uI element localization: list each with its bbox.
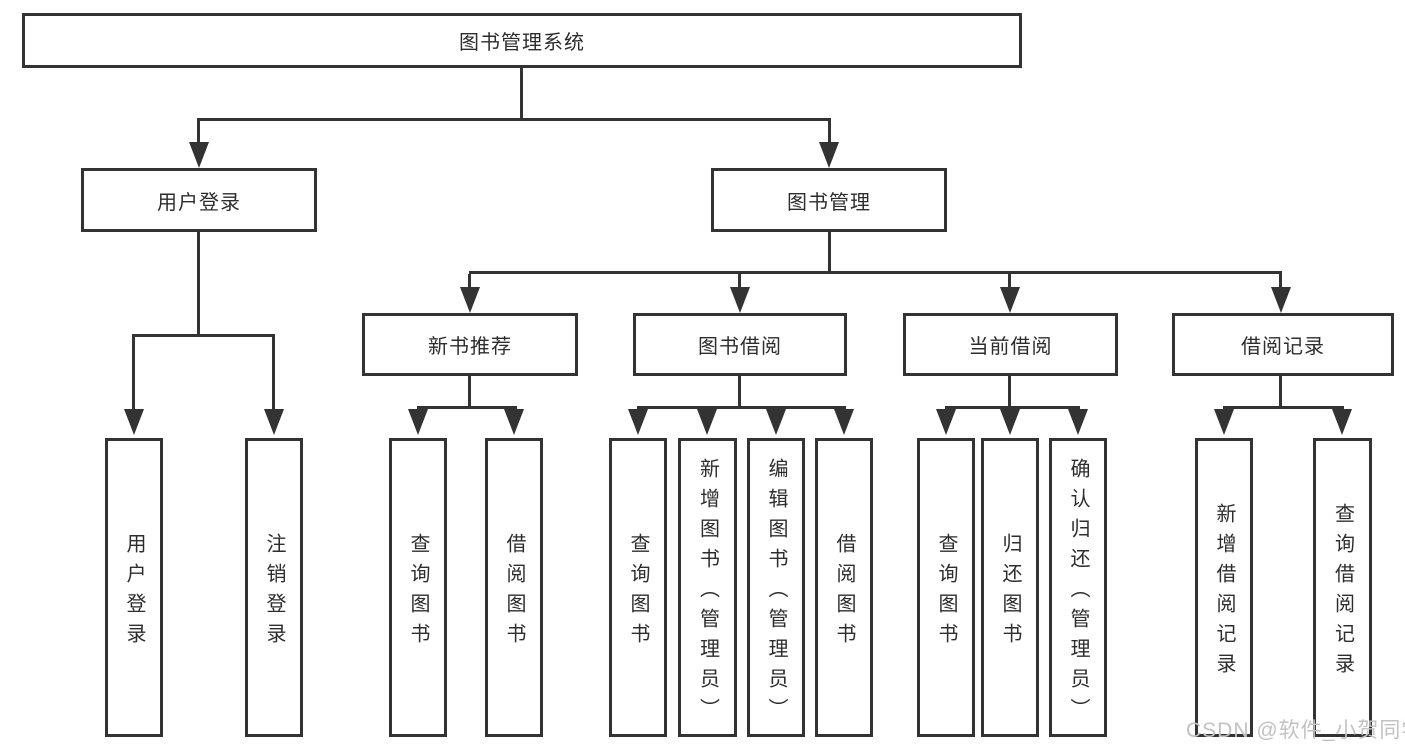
edge-to-leaf-logout bbox=[272, 337, 275, 409]
edge-to-user-login bbox=[197, 121, 200, 142]
edge-to-current-borrowing bbox=[1008, 274, 1011, 287]
leaf-query-books-recommend: 查询图书 bbox=[389, 438, 447, 737]
leaf-label: 查询图书 bbox=[935, 532, 957, 653]
arrow-down-icon bbox=[1068, 409, 1088, 435]
arrow-down-icon bbox=[1214, 409, 1234, 435]
node-borrowing-records: 借阅记录 bbox=[1172, 313, 1394, 376]
edge-to-recommendation bbox=[468, 274, 471, 287]
arrow-down-icon bbox=[730, 287, 750, 313]
arrow-down-icon bbox=[124, 409, 144, 435]
arrow-down-icon bbox=[189, 142, 209, 168]
edge-level3-split bbox=[469, 271, 1282, 274]
edge-book-borrowing-split bbox=[637, 406, 846, 409]
arrow-down-icon bbox=[460, 287, 480, 313]
arrow-down-icon bbox=[1000, 409, 1020, 435]
edge-user-login-stem bbox=[197, 232, 200, 336]
edge-root-stem bbox=[520, 68, 523, 118]
leaf-label: 查询图书 bbox=[407, 532, 429, 653]
leaf-query-borrow-record: 查询借阅记录 bbox=[1313, 438, 1372, 737]
node-new-book-recommendation: 新书推荐 bbox=[362, 313, 578, 376]
arrow-down-icon bbox=[819, 142, 839, 168]
edge-borrowing-records-split bbox=[1223, 406, 1344, 409]
leaf-label: 借阅图书 bbox=[833, 532, 855, 653]
node-label: 新书推荐 bbox=[428, 336, 512, 358]
edge-book-borrowing-stem bbox=[738, 376, 741, 408]
leaf-label: 查询借阅记录 bbox=[1331, 502, 1354, 683]
arrow-down-icon bbox=[628, 409, 648, 435]
arrow-down-icon bbox=[766, 409, 786, 435]
arrow-down-icon bbox=[264, 409, 284, 435]
leaf-logout: 注销登录 bbox=[245, 438, 303, 737]
leaf-label: 新增借阅记录 bbox=[1213, 502, 1235, 683]
leaf-query-books-current: 查询图书 bbox=[917, 438, 975, 737]
node-label: 图书借阅 bbox=[698, 336, 782, 358]
node-label: 图书管理 bbox=[787, 191, 871, 214]
leaf-add-book-admin: 新增图书（管理员） bbox=[678, 438, 737, 737]
leaf-edit-book-admin: 编辑图书（管理员） bbox=[747, 438, 805, 737]
leaf-add-borrow-record: 新增借阅记录 bbox=[1195, 438, 1253, 737]
edge-user-login-split bbox=[132, 334, 275, 337]
arrow-down-icon bbox=[1271, 287, 1291, 313]
arrow-down-icon bbox=[1000, 287, 1020, 313]
arrow-down-icon bbox=[504, 409, 524, 435]
leaf-label: 用户登录 bbox=[123, 532, 145, 653]
leaf-borrow-books: 借阅图书 bbox=[815, 438, 873, 737]
node-label: 当前借阅 bbox=[968, 336, 1053, 358]
leaf-label: 注销登录 bbox=[263, 532, 285, 653]
leaf-label: 确认归还（管理员） bbox=[1067, 457, 1089, 728]
leaf-label: 编辑图书（管理员） bbox=[765, 457, 787, 728]
node-label: 图书管理系统 bbox=[459, 32, 585, 54]
leaf-query-books-borrow: 查询图书 bbox=[609, 438, 667, 737]
edge-level2-split bbox=[197, 118, 831, 121]
watermark: CSDN @软件_小贺同学 bbox=[1186, 719, 1405, 742]
node-current-borrowing: 当前借阅 bbox=[903, 313, 1118, 376]
leaf-confirm-return-admin: 确认归还（管理员） bbox=[1049, 438, 1107, 737]
arrow-down-icon bbox=[834, 409, 854, 435]
node-user-login: 用户登录 bbox=[81, 168, 317, 232]
edge-to-leaf-user-login bbox=[132, 337, 135, 409]
node-library-system: 图书管理系统 bbox=[22, 13, 1022, 68]
leaf-label: 新增图书（管理员） bbox=[696, 457, 719, 728]
node-book-management: 图书管理 bbox=[711, 168, 947, 232]
arrow-down-icon bbox=[1332, 409, 1352, 435]
leaf-label: 归还图书 bbox=[999, 532, 1021, 653]
node-label: 借阅记录 bbox=[1241, 336, 1325, 358]
arrow-down-icon bbox=[697, 409, 717, 435]
edge-recommendation-split bbox=[417, 406, 517, 409]
edge-to-book-management bbox=[828, 121, 831, 142]
leaf-user-login: 用户登录 bbox=[105, 438, 163, 737]
leaf-borrow-books-recommend: 借阅图书 bbox=[485, 438, 543, 737]
edge-to-borrowing-records bbox=[1279, 274, 1282, 287]
leaf-return-books: 归还图书 bbox=[981, 438, 1039, 737]
edge-book-management-stem bbox=[828, 232, 831, 272]
arrow-down-icon bbox=[936, 409, 956, 435]
leaf-label: 查询图书 bbox=[627, 532, 649, 653]
node-book-borrowing: 图书借阅 bbox=[633, 313, 847, 376]
leaf-label: 借阅图书 bbox=[503, 532, 525, 653]
node-label: 用户登录 bbox=[157, 191, 241, 214]
edge-current-borrowing-stem bbox=[1008, 376, 1011, 408]
arrow-down-icon bbox=[408, 409, 428, 435]
edge-borrowing-records-stem bbox=[1279, 376, 1282, 408]
edge-current-borrowing-split bbox=[945, 406, 1080, 409]
edge-recommendation-stem bbox=[468, 376, 471, 408]
edge-to-book-borrowing bbox=[738, 274, 741, 287]
